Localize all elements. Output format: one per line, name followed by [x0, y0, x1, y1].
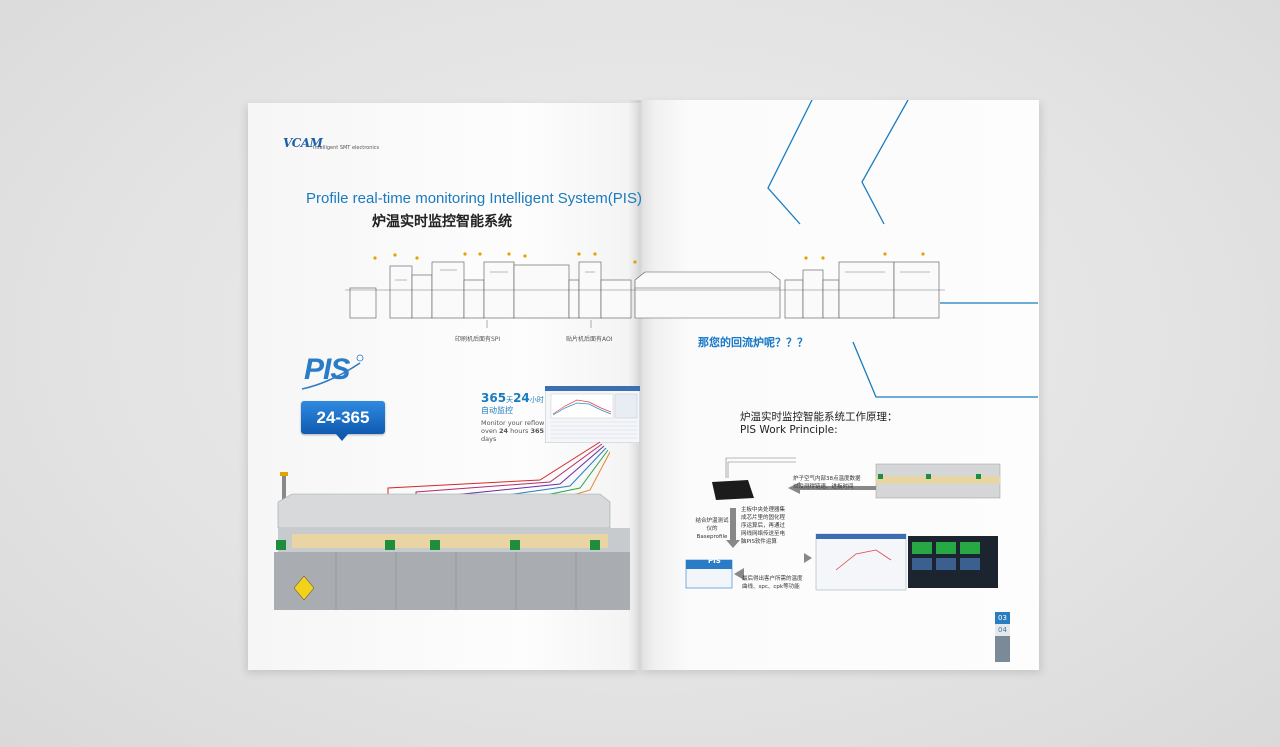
- pis-software-label: PIS: [708, 557, 721, 565]
- oven-question: 那您的回流炉呢？？？: [698, 336, 808, 349]
- title-english: Profile real-time monitoring Intelligent…: [306, 190, 642, 207]
- reflow-oven-image: [274, 472, 630, 610]
- page-number-04: 04: [995, 624, 1010, 636]
- page-number-tab: 03 04: [995, 612, 1010, 662]
- monitor-subtitle: 自动监控: [481, 406, 513, 415]
- brand-logo: VCAM: [283, 136, 323, 150]
- note-result: 最后得出客户所需的温度 曲线、spc、cpk等功能: [742, 576, 803, 590]
- decorative-chevrons: [767, 100, 1038, 398]
- note-baseprofile: 结合炉温测试 仪的 Baseprofile: [695, 518, 729, 540]
- title-chinese: 炉温实时监控智能系统: [372, 214, 512, 230]
- line-caption-arrows: [486, 320, 592, 328]
- work-principle-cn: 炉温实时监控智能系统工作原理：: [740, 411, 898, 423]
- work-principle-en: PIS Work Principle:: [740, 424, 838, 436]
- smt-line-diagram: [345, 252, 945, 319]
- work-principle-diagram: [685, 457, 1001, 591]
- brand-tagline: Intelligent SMT electronics: [313, 145, 380, 151]
- book-spine: [628, 100, 654, 670]
- note-board-process: 主板中央处理器集 成芯片里的固化程 序运算后，再通过 网线网络传送至电 脑PIS…: [741, 507, 786, 545]
- badge-pointer: [336, 434, 348, 441]
- note-oven-data: 炉子空气内部38点温度数据 以及测得链速、进板时间: [793, 476, 861, 490]
- caption-spi: 印刷机后面有SPI: [455, 336, 501, 343]
- software-screenshot: [545, 386, 640, 443]
- caption-aoi: 贴片机后面有AOI: [566, 336, 613, 343]
- pis-logo-swoosh: [301, 354, 364, 390]
- monitor-description: Monitor your reflow oven 24 hours 365 da…: [481, 419, 545, 443]
- page-number-03: 03: [995, 612, 1010, 624]
- monitor-headline: 365天24小时: [481, 391, 544, 405]
- uptime-badge: 24-365: [301, 401, 385, 434]
